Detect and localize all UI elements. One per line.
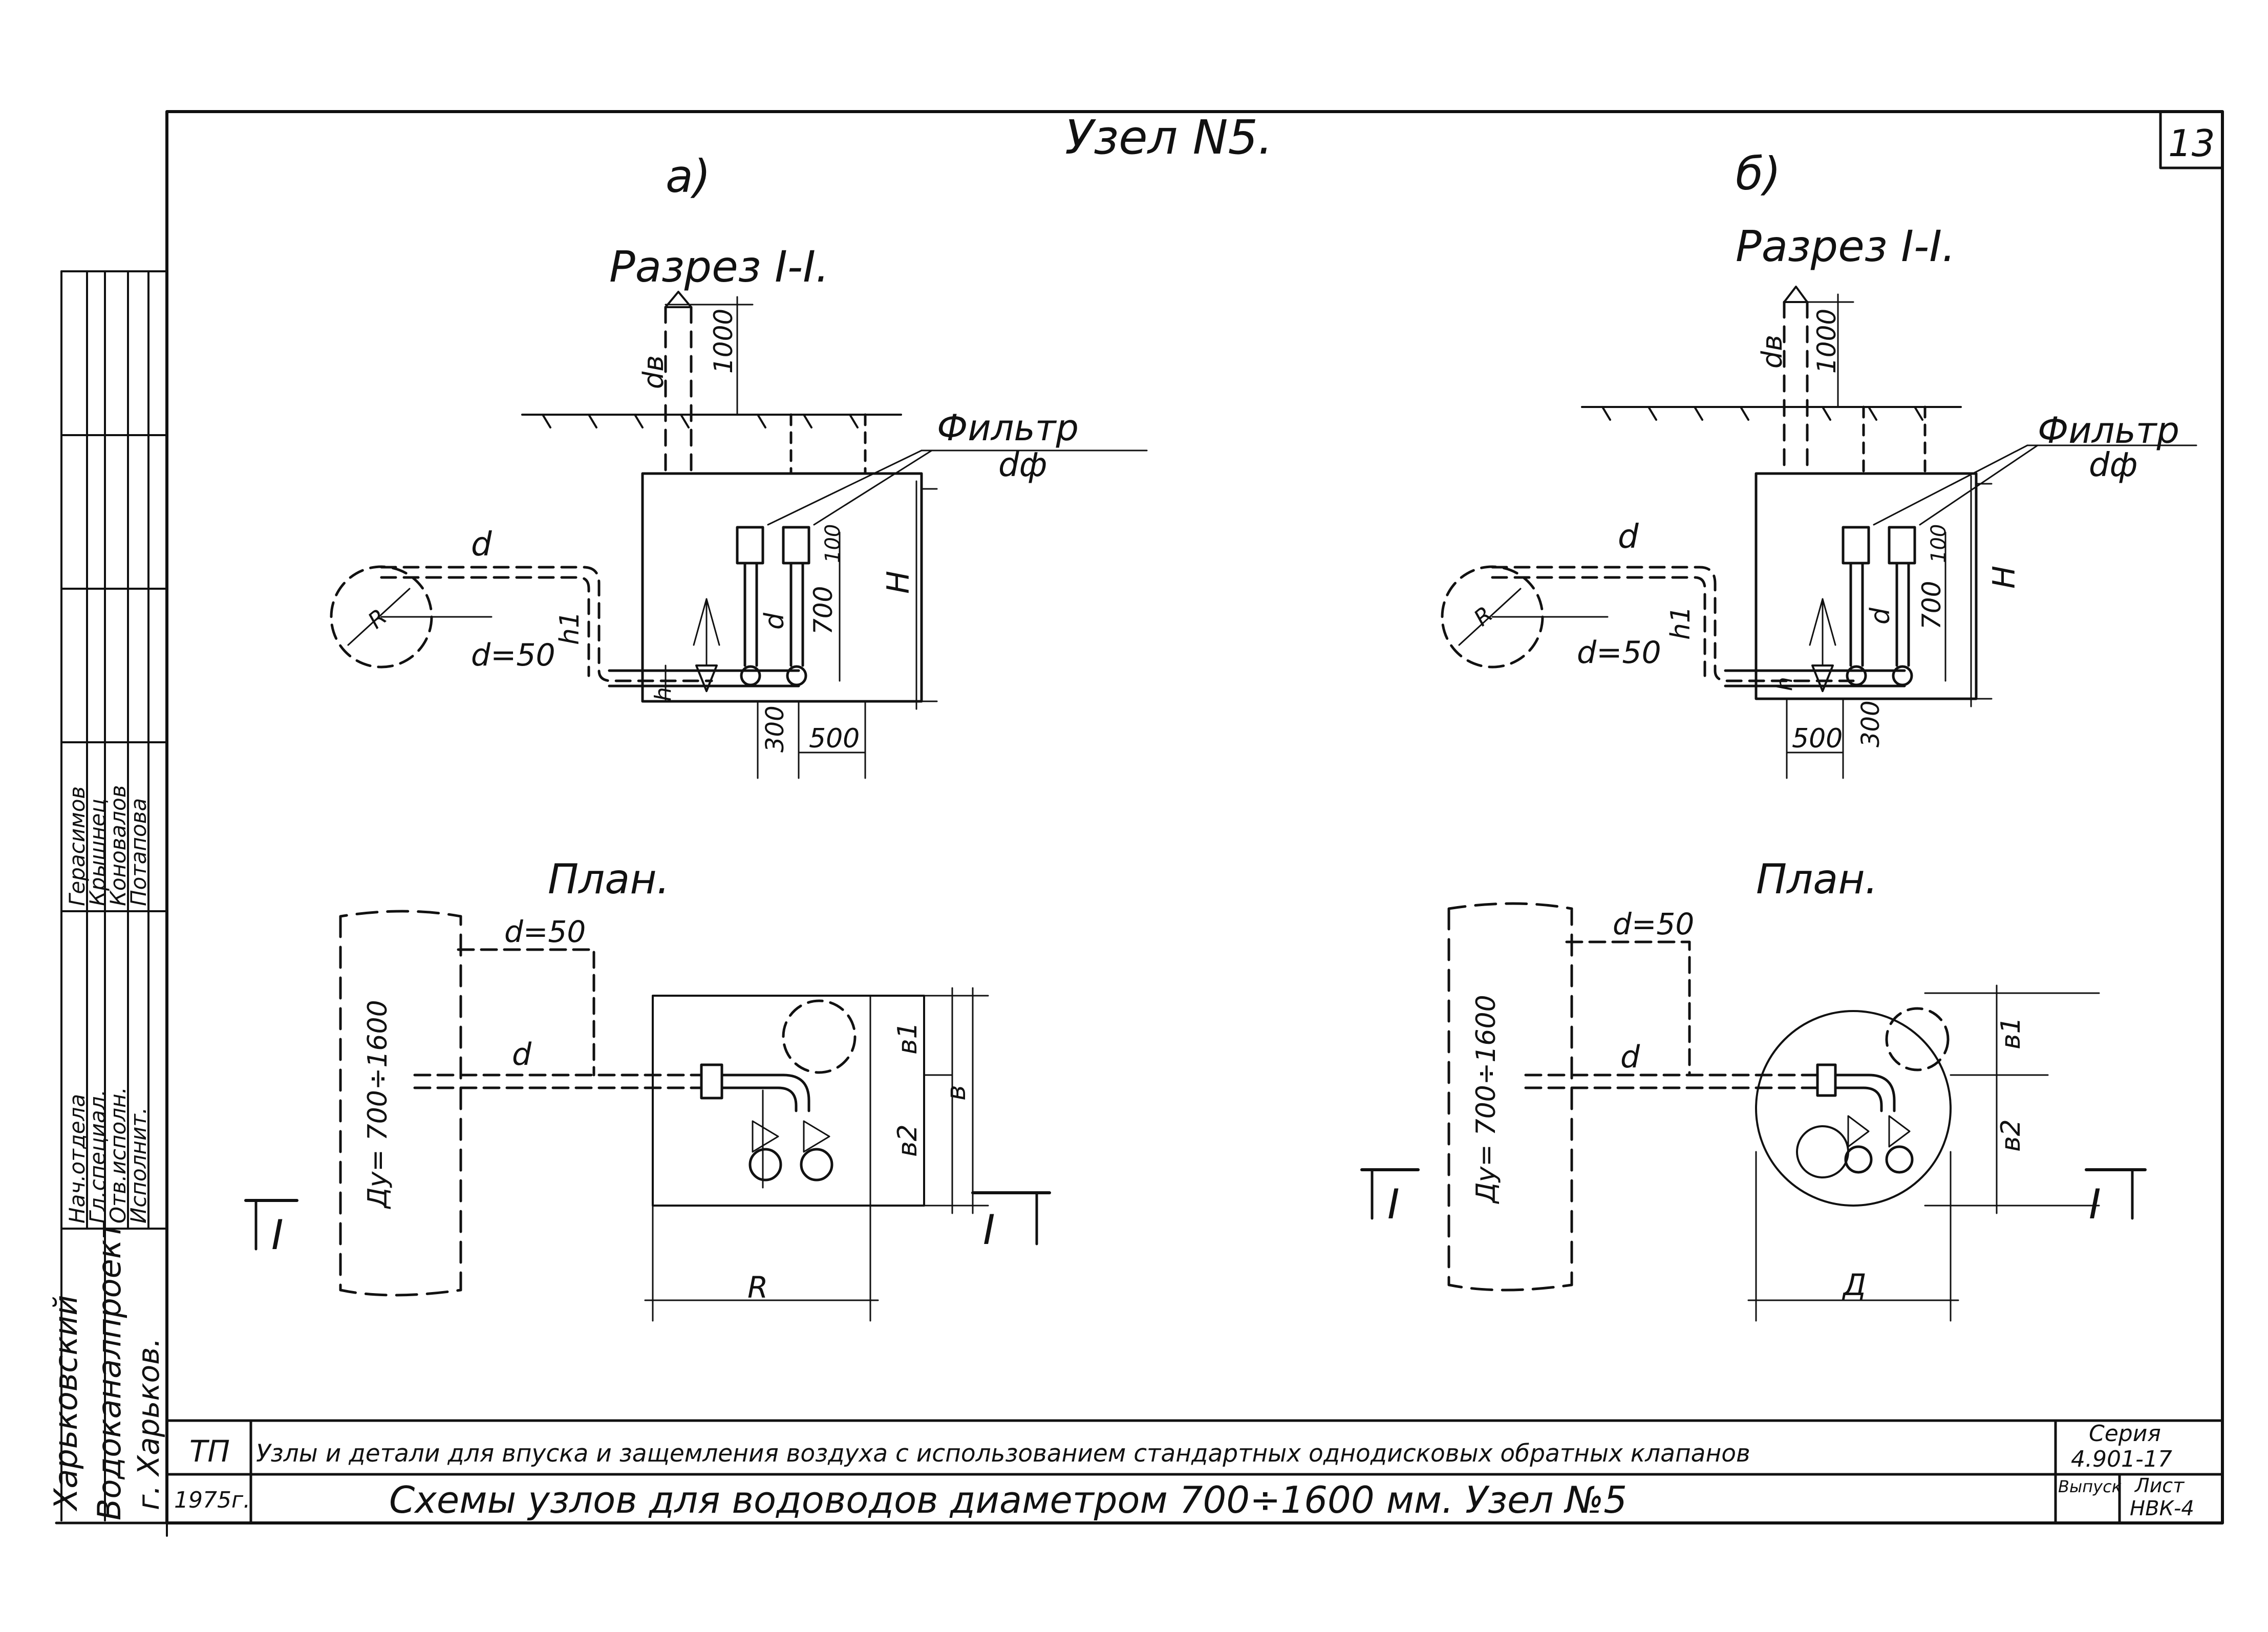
stamp-name-2: Крышнец (85, 799, 110, 906)
section-a-d50: d=50 (471, 637, 555, 673)
section-a-h1: h1 (554, 611, 585, 645)
stamp-org-1: Харьковский (47, 1295, 84, 1512)
stamp-org-2: Водоканалпроект (91, 1220, 128, 1520)
sheet-frame (165, 110, 2224, 1524)
section-a-d: d (471, 526, 492, 564)
title-line-1: Узлы и детали для впуска и защемления во… (256, 1440, 1750, 1468)
plan-b-cut-left: I (1387, 1180, 1400, 1228)
section-b-d: d (1618, 518, 1639, 556)
stamp-role-3: Отв.исполн. (105, 1087, 131, 1223)
title-line-2: Схемы узлов для водоводов диаметром 700÷… (389, 1478, 1627, 1521)
side-stamp (60, 270, 168, 1521)
title-code: ТП (189, 1434, 230, 1469)
section-b-filter-label: Фильтр (2038, 410, 2179, 452)
section-b-H: H (1986, 566, 2022, 589)
section-a-h: h (650, 687, 676, 701)
section-b-r: R (1469, 602, 1497, 632)
stamp-role-2: Гл.специал. (85, 1089, 110, 1223)
section-b-h: h (1771, 677, 1798, 691)
plan-b-b1: в1 (1996, 1017, 2026, 1049)
plan-b-d: d (1620, 1039, 1640, 1075)
plan-a-b: в (941, 1085, 972, 1101)
section-a-700: 700 (808, 586, 838, 635)
series-label: Серия (2089, 1421, 2161, 1447)
variant-a-label: а) (666, 150, 711, 203)
plan-a-cut-right: I (983, 1206, 995, 1254)
plan-b-b2: в2 (1996, 1119, 2026, 1152)
plan-a-width: R (747, 1270, 768, 1305)
section-b-filter-dim: dф (2089, 446, 2137, 484)
sheet-number: 13 (2168, 122, 2215, 165)
section-a-drawing (330, 291, 1148, 779)
section-b-drawing (1441, 286, 2197, 779)
section-a-100: 100 (821, 524, 845, 563)
plan-a-drawing (244, 910, 1051, 1322)
section-b-700: 700 (1917, 581, 1946, 630)
section-a-pipe-d: d (759, 612, 790, 630)
issue-label: Выпуск (2058, 1477, 2122, 1496)
section-a-1000: 1000 (709, 309, 738, 374)
stamp-role-1: Нач.отдела (65, 1094, 90, 1223)
section-b-heading: Разрез I-I. (1736, 221, 1956, 271)
stamp-name-4: Потапова (126, 798, 151, 906)
stamp-org-3: г. Харьков. (131, 1338, 166, 1510)
section-b-100: 100 (1927, 524, 1951, 563)
plan-a-cut-left: I (271, 1211, 284, 1259)
plan-b-width: Д (1842, 1268, 1866, 1302)
section-b-500: 500 (1792, 723, 1843, 754)
chamber-circle (1755, 1010, 1952, 1207)
section-a-500: 500 (809, 723, 860, 754)
section-b-300: 300 (1856, 700, 1885, 747)
section-a-300: 300 (761, 705, 789, 753)
stamp-role-4: Исполнит. (126, 1107, 151, 1223)
plan-a-b2: в2 (892, 1124, 923, 1157)
section-b-vent-label: dв (1756, 335, 1788, 369)
section-a-H: H (881, 571, 916, 594)
sheet-number-box (2159, 110, 2224, 169)
title-year: 1975г. (174, 1487, 250, 1513)
plan-a-heading: План. (548, 855, 670, 903)
stamp-name-1: Герасимов (65, 786, 90, 906)
series-value: 4.901-17 (2071, 1446, 2172, 1472)
plan-a-d: d (512, 1037, 532, 1072)
plan-b-heading: План. (1756, 855, 1878, 903)
plan-b-dy: Дy= 700÷1600 (1471, 995, 1502, 1204)
title-block (165, 1419, 2224, 1524)
section-a-filter-dim: dф (998, 446, 1047, 484)
plan-a-dy: Дy= 700÷1600 (362, 1000, 393, 1209)
sheet-title: Узел N5. (1065, 110, 1273, 165)
variant-b-label: б) (1736, 147, 1781, 200)
stamp-name-3: Коновалов (105, 785, 131, 906)
section-a-vent-label: dв (637, 355, 670, 389)
plan-b-cut-right: I (2089, 1180, 2101, 1228)
section-b-h1: h1 (1665, 606, 1696, 640)
plan-a-b1: в1 (892, 1022, 923, 1055)
sheet-value: НВК-4 (2130, 1497, 2194, 1520)
section-b-1000: 1000 (1812, 309, 1842, 374)
sheet-label: Лист (2134, 1474, 2185, 1497)
plan-a-d50: d=50 (504, 914, 586, 949)
section-a-filter-label: Фильтр (937, 407, 1079, 449)
section-b-d50: d=50 (1577, 635, 1661, 671)
plan-b-drawing (1360, 902, 2147, 1322)
section-b-pipe-d: d (1865, 607, 1896, 625)
plan-b-d50: d=50 (1613, 907, 1694, 941)
section-a-heading: Разрез I-I. (609, 242, 829, 292)
